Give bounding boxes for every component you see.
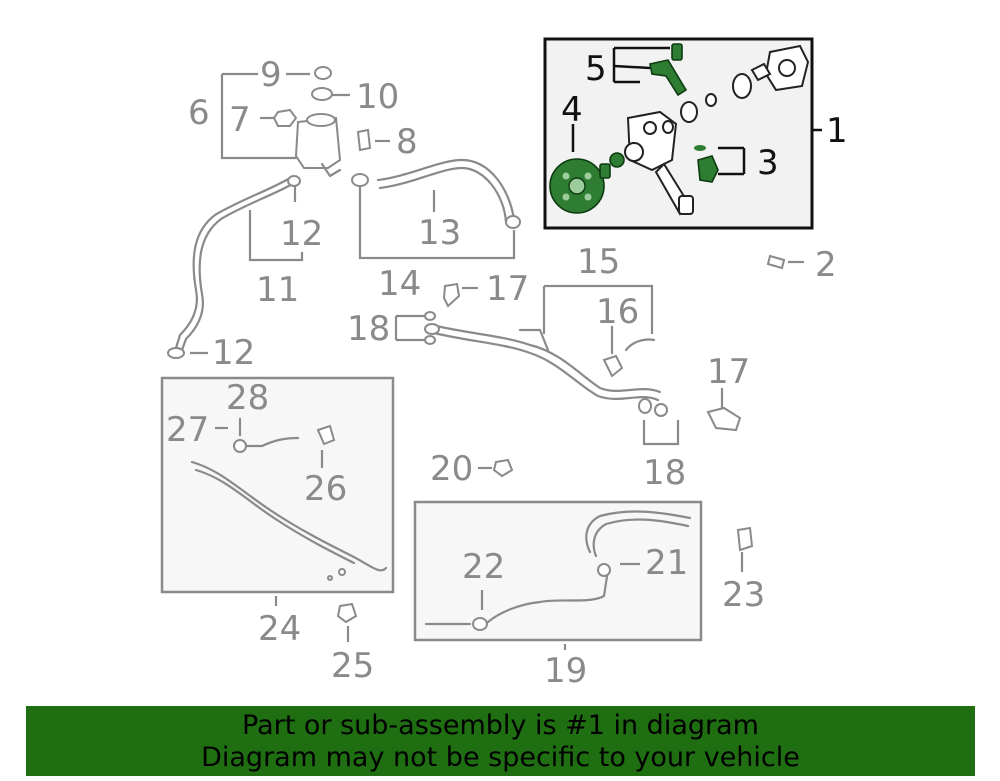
- disclaimer-banner: Part or sub-assembly is #1 in diagram Di…: [26, 706, 975, 776]
- flow-valve-part[interactable]: [694, 145, 719, 183]
- cooler-box: [160, 376, 395, 606]
- reservoir-group: [220, 66, 390, 178]
- return-hose-group: [167, 175, 304, 359]
- callout-16[interactable]: 16: [596, 292, 639, 332]
- callout-7[interactable]: 7: [229, 100, 251, 140]
- callout-8[interactable]: 8: [396, 122, 418, 162]
- callout-2[interactable]: 2: [815, 245, 837, 285]
- callout-12-upper[interactable]: 12: [280, 214, 323, 254]
- banner-line-2: Diagram may not be specific to your vehi…: [201, 742, 800, 773]
- callout-27[interactable]: 27: [166, 410, 209, 450]
- callout-3[interactable]: 3: [757, 143, 779, 183]
- callout-5[interactable]: 5: [585, 49, 607, 89]
- pressure-line-group: [394, 254, 804, 446]
- callout-6[interactable]: 6: [188, 93, 210, 133]
- reservoir-part[interactable]: [294, 113, 342, 178]
- callout-23[interactable]: 23: [722, 575, 765, 615]
- pump-assembly-box: [543, 37, 822, 230]
- callout-22[interactable]: 22: [462, 547, 505, 587]
- callout-14[interactable]: 14: [378, 264, 421, 304]
- callout-10[interactable]: 10: [356, 77, 399, 117]
- callout-12-lower[interactable]: 12: [212, 333, 255, 373]
- callout-17-upper[interactable]: 17: [486, 269, 529, 309]
- loose-parts: [336, 458, 754, 642]
- callout-15[interactable]: 15: [577, 242, 620, 282]
- callout-24[interactable]: 24: [258, 609, 301, 649]
- callout-9[interactable]: 9: [260, 55, 282, 95]
- reservoir-cap-part[interactable]: [311, 66, 333, 101]
- callout-19[interactable]: 19: [544, 651, 587, 691]
- callout-26[interactable]: 26: [304, 469, 347, 509]
- callout-18-lower[interactable]: 18: [643, 453, 686, 493]
- callout-4[interactable]: 4: [561, 90, 583, 130]
- pressure-fitting-part[interactable]: [649, 43, 688, 97]
- callout-28[interactable]: 28: [226, 378, 269, 418]
- banner-line-1: Part or sub-assembly is #1 in diagram: [242, 710, 759, 741]
- reservoir-nut-part[interactable]: [272, 108, 372, 152]
- callout-20[interactable]: 20: [430, 449, 473, 489]
- callout-11[interactable]: 11: [256, 270, 299, 310]
- callout-18-left[interactable]: 18: [347, 309, 390, 349]
- callout-17-right[interactable]: 17: [707, 352, 750, 392]
- callout-21[interactable]: 21: [645, 543, 688, 583]
- callout-1[interactable]: 1: [826, 111, 848, 151]
- callout-13[interactable]: 13: [418, 213, 461, 253]
- pulley-part[interactable]: [549, 158, 611, 214]
- pump-seal-part[interactable]: [609, 152, 625, 168]
- callout-25[interactable]: 25: [331, 646, 374, 686]
- pump-housing-part[interactable]: [662, 44, 810, 134]
- suction-hose-group: [351, 158, 521, 260]
- hose-box: [413, 500, 703, 650]
